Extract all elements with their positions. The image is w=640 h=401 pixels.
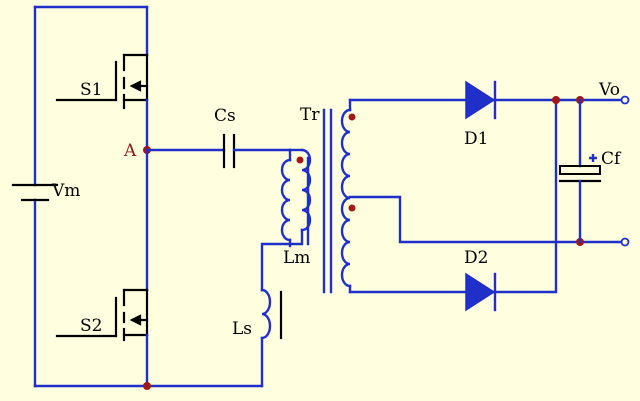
transformer-core xyxy=(322,108,333,294)
s2-label: S2 xyxy=(80,316,102,336)
junction-dot-d1-out xyxy=(552,96,560,104)
d1-label: D1 xyxy=(464,129,488,149)
output-terminal-negative xyxy=(620,237,630,247)
output-terminal-positive xyxy=(620,95,630,105)
s1-label: S1 xyxy=(80,80,102,100)
capacitor-cs xyxy=(145,133,292,169)
tr-label: Tr xyxy=(300,105,320,125)
diode-d2 xyxy=(348,98,558,312)
cs-label: Cs xyxy=(214,106,236,126)
ls-label: Ls xyxy=(232,319,252,339)
cf-label: Cf xyxy=(601,149,622,169)
inductor-lm xyxy=(280,148,310,248)
junction-dot-bottom xyxy=(143,382,151,390)
vo-label: Vo xyxy=(598,80,620,100)
capacitor-cf xyxy=(558,98,602,244)
vm-label: Vm xyxy=(51,181,80,201)
lm-label: Lm xyxy=(283,248,310,268)
secondary-polarity-dot-top xyxy=(348,113,356,121)
lm-polarity-dot xyxy=(296,156,304,164)
d2-label: D2 xyxy=(464,248,488,268)
battery-vm xyxy=(11,183,59,202)
mosfet-s1 xyxy=(55,5,149,152)
transformer-primary xyxy=(288,148,312,246)
mosfet-s2 xyxy=(55,148,149,388)
inductor-ls xyxy=(260,242,292,388)
node-a-label: A xyxy=(123,141,137,161)
secondary-polarity-dot-middle xyxy=(348,204,356,212)
center-tap-return xyxy=(348,195,624,244)
